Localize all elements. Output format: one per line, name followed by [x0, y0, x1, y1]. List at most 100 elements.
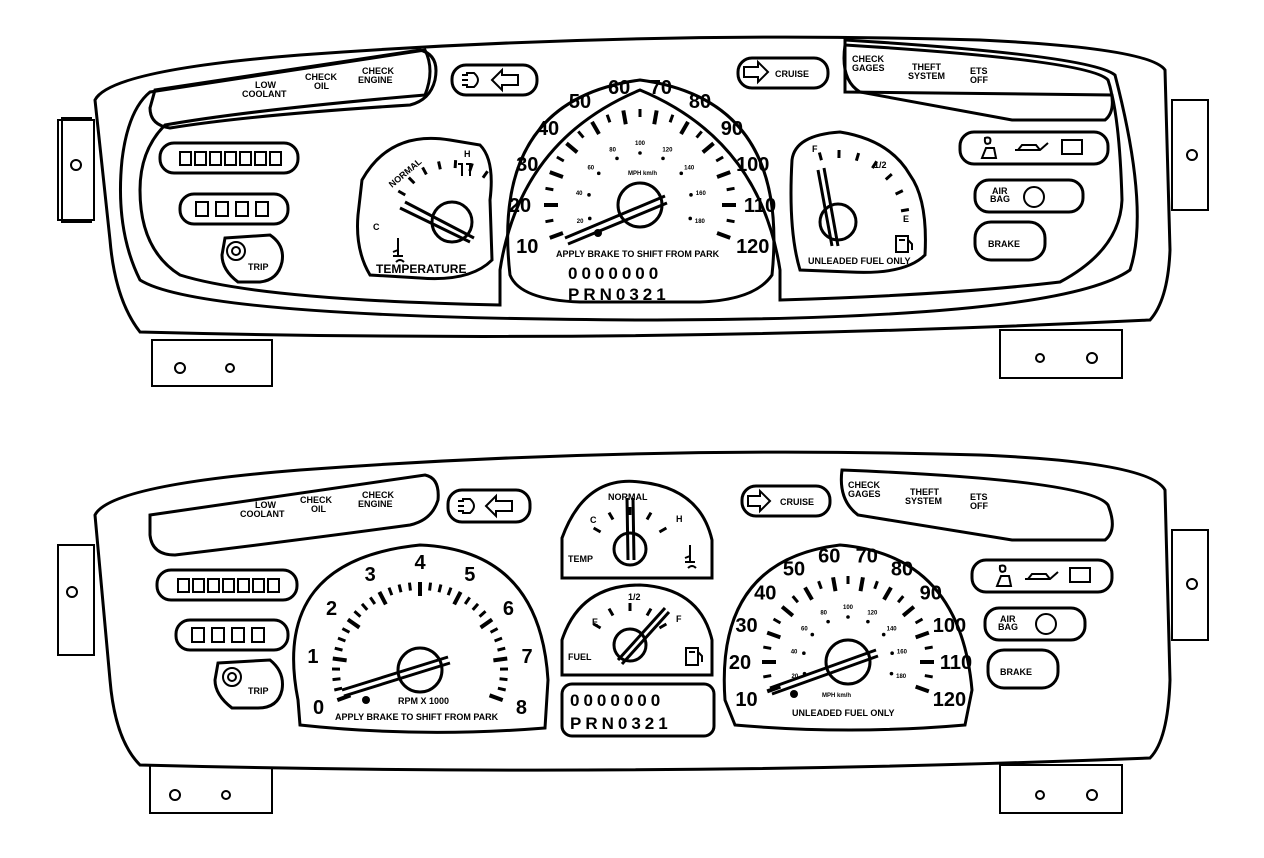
fuel-empty-label: E [903, 214, 909, 224]
speedometer-kmh-dot [596, 171, 601, 176]
temperature-tick [481, 170, 489, 179]
coolant-temp-icon-b [684, 545, 697, 569]
brake-warning-icon-b [1035, 613, 1057, 635]
mount-foot-hole-left [174, 362, 186, 374]
brake-label-b: BRAKE [1000, 667, 1032, 677]
temp-gauge-outline-b [560, 479, 714, 580]
temp-normal-label-b: NORMAL [608, 492, 648, 502]
speedometer-tick [545, 186, 554, 192]
seatbelt-oil-battery-indicator [958, 130, 1110, 166]
brake-indicator-b [986, 648, 1060, 690]
mount-foot-hole-right-b [1035, 790, 1045, 800]
speedometer-kmh-b-label: 20 [792, 674, 799, 680]
fuel-half-label: 1/2 [874, 160, 887, 170]
tachometer-label: 2 [326, 598, 337, 620]
odometer-display [158, 141, 300, 175]
tachometer-tick [397, 584, 403, 593]
tachometer-tick [341, 627, 351, 634]
speedometer-kmh-label: 40 [576, 191, 583, 197]
speedometer-b-label: 70 [856, 546, 878, 568]
tachometer-tick [353, 610, 362, 618]
fuel-tick [900, 208, 910, 213]
speedometer-b-tick [791, 595, 800, 604]
brake-label: BRAKE [988, 239, 1020, 249]
trip-button-b[interactable] [213, 658, 284, 710]
cruise-indicator [736, 56, 830, 90]
speedometer-kmh-b-dot [881, 632, 886, 637]
speedometer-kmh-b-dot [826, 619, 830, 624]
speedometer-kmh-dot [688, 216, 693, 221]
trip-digit [195, 201, 209, 217]
tachometer-tick [493, 656, 508, 663]
speedometer-b-tick [858, 576, 865, 592]
fuel-gauge-outline-b [560, 583, 714, 677]
tachometer-tick [499, 677, 508, 682]
mount-hole-left-b [66, 586, 78, 598]
speedometer-kmh-dot [615, 156, 619, 161]
odometer-digit [224, 151, 237, 166]
speedometer-tick [716, 170, 731, 179]
trip-digit [211, 627, 225, 643]
fuel-half-label-b: 1/2 [628, 592, 641, 602]
temperature-tick [437, 161, 442, 170]
mount-foot-hole-left-2 [225, 363, 235, 373]
trip-button[interactable] [220, 233, 284, 284]
speedometer-tick [549, 231, 564, 240]
turn-signal-left-icon-b [484, 493, 513, 519]
odometer-digits-center-b: 0000000 [570, 691, 664, 710]
temperature-gauge-outline [356, 136, 494, 281]
tachometer-tick [437, 584, 443, 593]
speedometer-label: 50 [569, 91, 591, 113]
fuel-empty-label-b: E [592, 617, 598, 627]
trip-knob-inner-b [227, 672, 237, 682]
gear-indicator: PRN0321 [568, 285, 670, 304]
trip-display-b [174, 618, 290, 652]
speedometer-tick [726, 218, 735, 224]
tachometer-tick [471, 602, 480, 611]
fuel-tick [871, 160, 878, 169]
fuel-label-b: FUEL [568, 652, 592, 662]
speedometer-tick [652, 110, 659, 125]
cruise-label-b: CRUISE [780, 497, 814, 507]
trip-knob[interactable] [226, 241, 246, 261]
trip-knob-b[interactable] [222, 667, 242, 687]
speedometer-label: 10 [516, 236, 538, 258]
speedometer-b-tick [766, 630, 782, 640]
temp-ticks-b [592, 507, 668, 534]
tachometer-label: 3 [365, 564, 376, 586]
speedometer-kmh-label: 80 [609, 147, 616, 153]
speedometer-label: 30 [516, 154, 538, 176]
speedometer-b-tick [817, 580, 823, 590]
fuel-tick-b [592, 622, 602, 630]
speedometer-label: 110 [744, 195, 776, 217]
speedometer-b-label: 20 [729, 652, 751, 674]
speedometer-b-tick [831, 576, 838, 592]
tachometer-tick [494, 636, 503, 643]
speedometer-tick [701, 141, 715, 154]
speedometer-tick [556, 155, 565, 163]
tachometer-tick [369, 596, 377, 605]
mount-foot-hole-right [1035, 353, 1045, 363]
apply-brake-note: APPLY BRAKE TO SHIFT FROM PARK [556, 249, 720, 259]
mount-foot-right [999, 329, 1123, 379]
fuel-tick [894, 189, 904, 196]
speedometer-kmh-b-label: 60 [801, 627, 808, 633]
temp-tick-b [592, 526, 602, 534]
speedometer-b-tick [873, 580, 879, 590]
fuel-pump-icon-b [685, 647, 703, 666]
tachometer-label: 1 [307, 646, 318, 668]
mount-plate-right-b [1171, 529, 1209, 641]
speedometer-kmh-dot [638, 151, 642, 155]
tachometer-tick [333, 686, 343, 692]
speedometer-b-tick [780, 605, 795, 618]
speedometer-b-tick [896, 595, 905, 604]
speedometer-b-tick [882, 586, 893, 601]
speedometer-tick [715, 155, 724, 163]
speedometer-outline-b [722, 543, 974, 732]
tachometer-tick [407, 582, 412, 591]
battery-icon-b [1069, 567, 1091, 583]
